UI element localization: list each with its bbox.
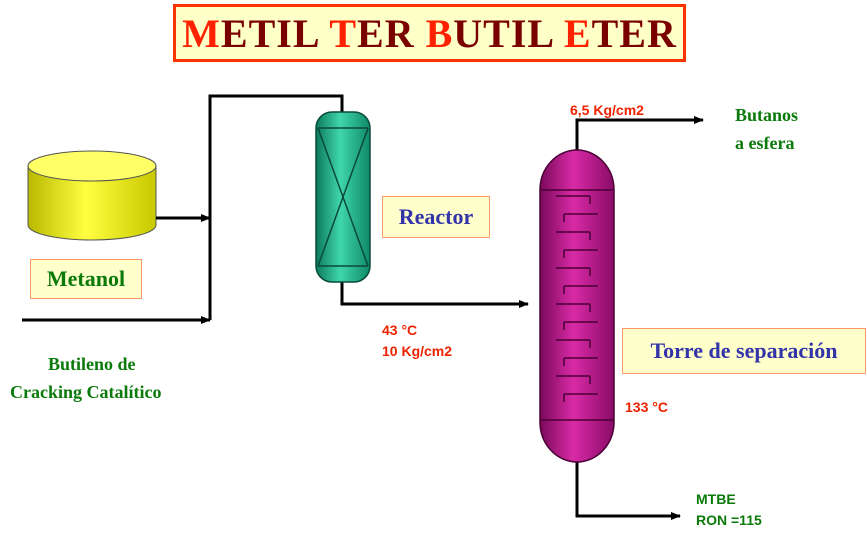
tower-tray bbox=[556, 375, 591, 384]
distillation-column-icon bbox=[539, 149, 615, 463]
tower-tray bbox=[563, 321, 598, 330]
title-seg: ETIL bbox=[220, 10, 330, 56]
bottom-temperature: 133 °C bbox=[625, 399, 668, 415]
tower-tray bbox=[556, 195, 591, 204]
reactor-outlet-line bbox=[340, 280, 529, 308]
tower-tray bbox=[563, 357, 598, 366]
reactor-label: Reactor bbox=[382, 196, 490, 238]
tower-tray bbox=[563, 249, 598, 258]
top-product-line2: a esfera bbox=[735, 133, 795, 153]
feed-pressure: 10 Kg/cm2 bbox=[382, 343, 453, 359]
top-product-line1: Butanos bbox=[735, 105, 799, 125]
feed-label-line2: Cracking Catalítico bbox=[10, 382, 162, 402]
bottom-product-line1: MTBE bbox=[696, 491, 736, 507]
tower-tray bbox=[563, 393, 598, 402]
feed-label-line1: Butileno de bbox=[48, 354, 136, 374]
title-seg: ER bbox=[357, 10, 426, 56]
separation-tower-label: Torre de separación bbox=[622, 328, 866, 374]
tower-tray bbox=[556, 303, 591, 312]
feed-temperature: 43 °C bbox=[382, 322, 418, 338]
storage-tank-icon bbox=[27, 150, 157, 241]
metanol-label: Metanol bbox=[30, 259, 142, 299]
tower-overhead-line bbox=[575, 116, 704, 152]
process-lines bbox=[22, 94, 704, 520]
tower-tray bbox=[563, 213, 598, 222]
title-seg: B bbox=[425, 10, 454, 56]
title-seg: E bbox=[563, 10, 592, 56]
reactor-vessel-icon bbox=[315, 111, 371, 283]
bottom-product-line2: RON =115 bbox=[696, 512, 762, 528]
tower-tray bbox=[556, 267, 591, 276]
title-seg: M bbox=[182, 10, 221, 56]
tower-bottom-line bbox=[575, 460, 681, 520]
title-seg: UTIL bbox=[453, 10, 564, 56]
title-seg: T bbox=[329, 10, 358, 56]
tower-tray bbox=[563, 285, 598, 294]
tower-tray bbox=[556, 339, 591, 348]
title-seg: TER bbox=[591, 10, 677, 56]
mixed-feed-line bbox=[208, 94, 344, 320]
top-pressure: 6,5 Kg/cm2 bbox=[570, 102, 644, 118]
tower-tray bbox=[556, 231, 591, 240]
